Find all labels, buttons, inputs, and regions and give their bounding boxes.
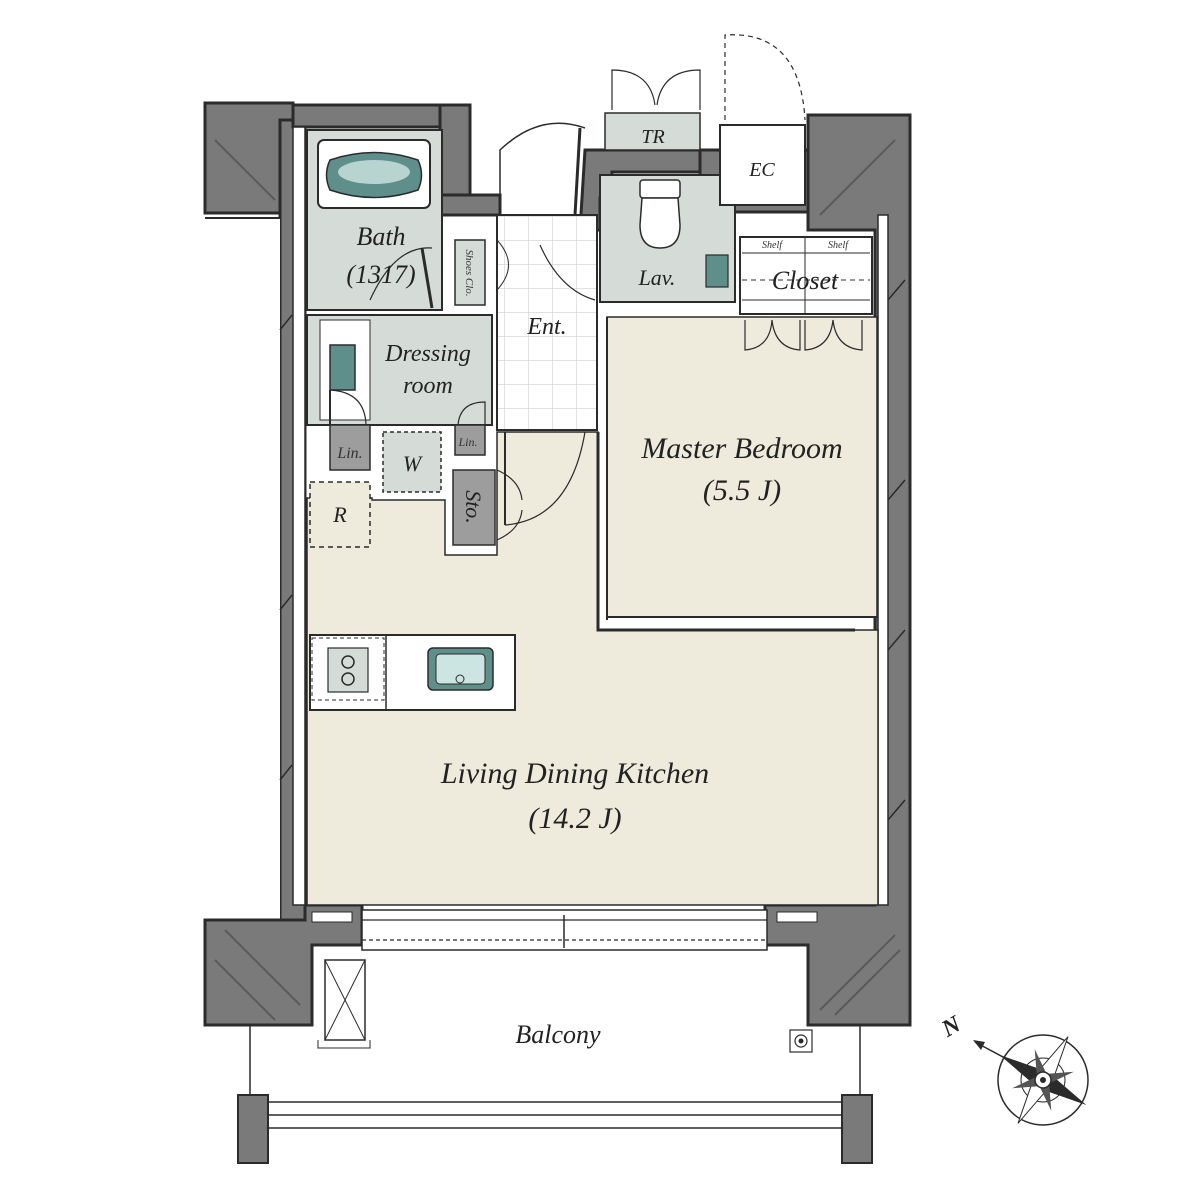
closet-label: Closet — [772, 266, 839, 295]
ldk-size-label: (14.2 J) — [528, 802, 621, 835]
bath-label: Bath — [356, 222, 405, 251]
bathtub-icon — [317, 139, 431, 209]
balcony-label: Balcony — [515, 1020, 601, 1049]
kitchen-sink-icon — [427, 647, 494, 691]
entrance-label: Ent. — [526, 314, 566, 340]
dressing-room-label-line2: room — [403, 373, 453, 399]
closet-shelf-left-label: Shelf — [762, 240, 783, 251]
dressing-room-label-line1: Dressing — [384, 341, 471, 367]
washer-label: W — [403, 451, 423, 476]
wash-basin-icon — [329, 344, 356, 391]
lavatory-label: Lav. — [638, 265, 676, 290]
ldk-floor — [306, 431, 879, 906]
master-bedroom-label: Master Bedroom — [640, 432, 842, 465]
linen-right-label: Lin. — [457, 435, 477, 449]
trunk-room-label: TR — [641, 126, 664, 148]
master-bedroom-size-label: (5.5 J) — [703, 474, 781, 507]
entrance-floor — [496, 214, 598, 431]
exterior-walls — [203, 101, 912, 1027]
compass-north-label: N — [937, 1011, 967, 1044]
closet-floor — [739, 236, 873, 315]
cooktop-icon — [327, 647, 369, 693]
electric-closet-label: EC — [748, 159, 775, 181]
bath-size-label: (1317) — [346, 260, 415, 289]
balcony-area — [237, 959, 873, 1164]
refrigerator-label: R — [332, 502, 347, 527]
linen-left-label: Lin. — [336, 445, 362, 462]
ldk-label: Living Dining Kitchen — [440, 757, 709, 790]
storage-label: Sto. — [461, 490, 486, 524]
master-bedroom-floor — [606, 316, 878, 618]
sliding-window — [361, 909, 768, 951]
shoes-closet-label: Shoes Clo. — [463, 249, 475, 296]
compass-icon — [973, 1034, 1089, 1126]
closet-shelf-right-label: Shelf — [828, 240, 849, 251]
toilet-icon — [639, 179, 681, 249]
lav-sink-icon — [705, 254, 729, 288]
